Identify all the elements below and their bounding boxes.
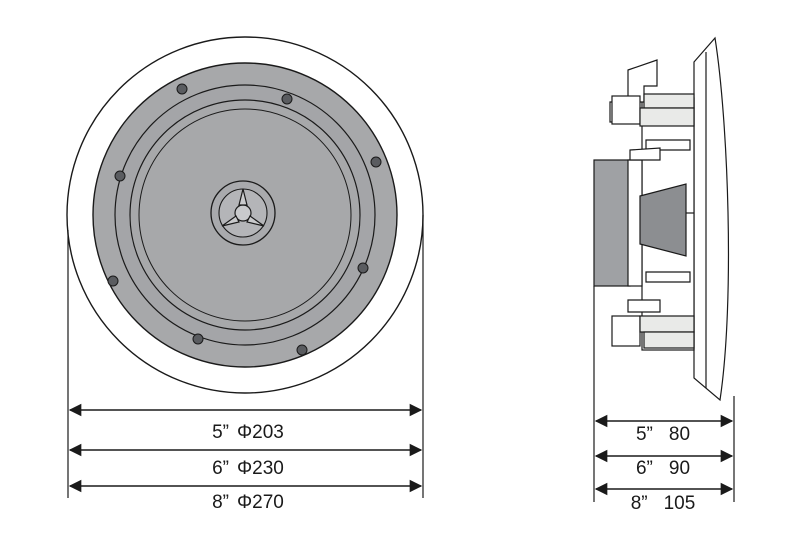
cone-profile (639, 183, 687, 257)
side-dim-label: 6”90 (636, 458, 690, 479)
screw-icon (296, 344, 308, 356)
bezel-flange (693, 36, 730, 402)
side-dim-label: 5”80 (636, 424, 690, 445)
screw-icon (281, 93, 293, 105)
screw-icon (370, 156, 382, 168)
screw-icon (107, 275, 119, 287)
side-dim-label: 8”105 (631, 493, 696, 514)
cone-ring (138, 108, 352, 322)
front-dim-label: 6”Φ230 (212, 458, 284, 479)
side-view (593, 36, 735, 502)
mounting-screws (107, 83, 382, 356)
screw-icon (192, 333, 204, 345)
front-view: 5”Φ203 6”Φ230 8”Φ270 (66, 36, 424, 513)
screw-icon (114, 170, 126, 182)
magnet-housing (593, 159, 631, 287)
front-dim-label: 5”Φ203 (212, 422, 284, 443)
front-dim-label: 8”Φ270 (212, 492, 284, 513)
lower-clamp (627, 299, 661, 313)
tweeter-bridge-icon (221, 188, 265, 227)
screw-icon (176, 83, 188, 95)
side-dimensions: 5”80 6”90 8”105 (594, 414, 734, 514)
screw-icon (357, 262, 369, 274)
